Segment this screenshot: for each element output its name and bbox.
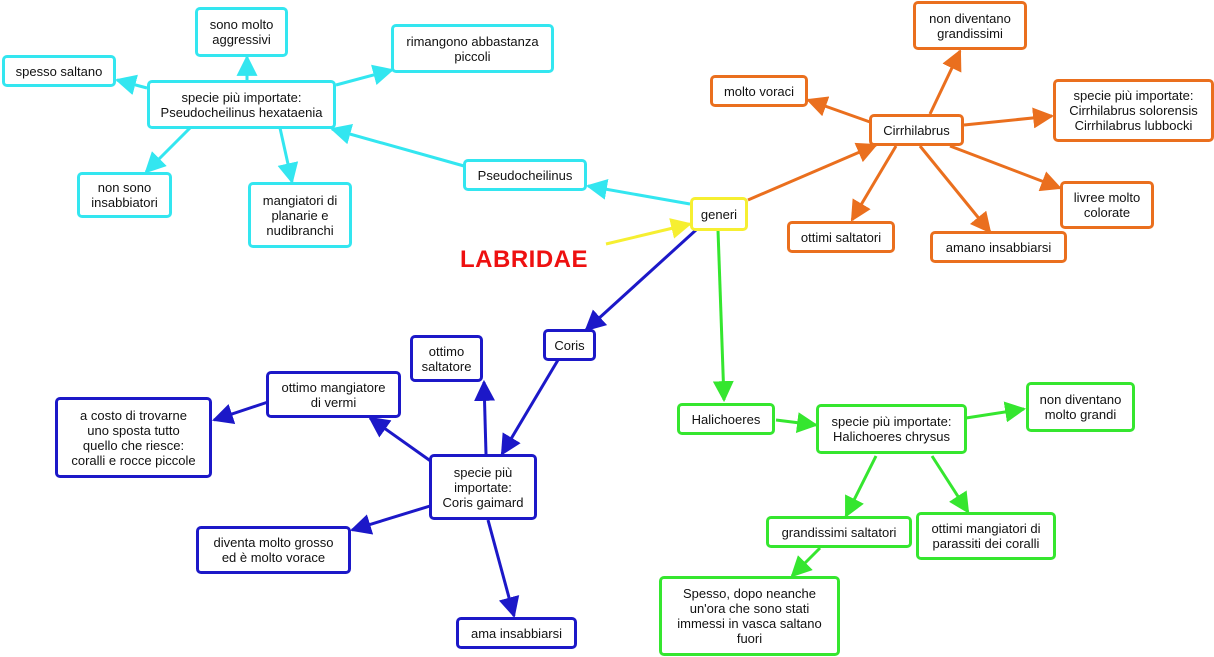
node-cirrh-grandissimi[interactable]: non diventano grandissimi — [913, 1, 1027, 50]
edge-hali-parassiti — [930, 455, 970, 514]
edge-cirrh-grandissimi — [928, 49, 962, 115]
edge-specie-vermi — [368, 416, 433, 464]
edge-vermi-costo — [212, 400, 269, 424]
edge-specie-piccoli — [335, 64, 395, 87]
edge-specie-grosso — [349, 504, 431, 535]
edge-generi-coris — [584, 228, 698, 332]
node-generi[interactable]: generi — [690, 197, 748, 231]
edge-generi-halichoeres — [712, 229, 734, 403]
node-hali-spesso[interactable]: Spesso, dopo neanche un'ora che sono sta… — [659, 576, 840, 656]
edge-saltatori-spesso — [790, 546, 822, 578]
edge-cirrh-saltatori — [850, 145, 898, 222]
node-hali-parassiti[interactable]: ottimi mangiatori di parassiti dei coral… — [916, 512, 1056, 560]
edge-generi-pseudocheilinus — [585, 178, 691, 206]
node-coris-saltatore[interactable]: ottimo saltatore — [410, 335, 483, 382]
edge-specie-planarie — [277, 127, 299, 185]
node-pseudo-piccoli[interactable]: rimangono abbastanza piccoli — [391, 24, 554, 73]
node-hali-specie[interactable]: specie più importate: Halichoeres chrysu… — [816, 404, 967, 454]
node-coris-vermi[interactable]: ottimo mangiatore di vermi — [266, 371, 401, 418]
edge-cirrh-insabbiarsi — [918, 145, 992, 234]
diagram-title: LABRIDAE — [460, 246, 588, 273]
node-cirrhilabrus[interactable]: Cirrhilabrus — [869, 114, 964, 146]
node-cirrh-voraci[interactable]: molto voraci — [710, 75, 808, 107]
node-coris-specie[interactable]: specie più importate: Coris gaimard — [429, 454, 537, 520]
edge-hali-saltatori — [844, 455, 878, 518]
node-coris-grosso[interactable]: diventa molto grosso ed è molto vorace — [196, 526, 351, 574]
node-cirrh-livree[interactable]: livree molto colorate — [1060, 181, 1154, 229]
node-pseudo-planarie[interactable]: mangiatori di planarie e nudibranchi — [248, 182, 352, 248]
node-pseudo-specie[interactable]: specie più importate: Pseudocheilinus he… — [147, 80, 336, 129]
node-coris-costo[interactable]: a costo di trovarne uno sposta tutto que… — [55, 397, 212, 478]
edge-cirrh-specie — [963, 107, 1055, 129]
node-cirrh-saltatori[interactable]: ottimi saltatori — [787, 221, 895, 253]
edge-specie-saltano — [114, 74, 148, 96]
node-hali-saltatori[interactable]: grandissimi saltatori — [766, 516, 912, 548]
edge-cirrh-livree — [949, 144, 1062, 192]
edge-specie-insabbiarsi — [486, 519, 520, 619]
node-cirrh-specie[interactable]: specie più importate: Cirrhilabrus solor… — [1053, 79, 1214, 142]
node-coris[interactable]: Coris — [543, 329, 596, 361]
node-cirrh-insabbiarsi[interactable]: amano insabbiarsi — [930, 231, 1067, 263]
edge-specie-saltatore — [474, 379, 496, 455]
node-halichoeres[interactable]: Halichoeres — [677, 403, 775, 435]
node-hali-grandi[interactable]: non diventano molto grandi — [1026, 382, 1135, 432]
edge-specie-insabbiatori — [144, 126, 192, 174]
edge-coris-specie — [500, 359, 560, 456]
node-pseudo-saltano[interactable]: spesso saltano — [2, 55, 116, 87]
node-pseudo-aggressivi[interactable]: sono molto aggressivi — [195, 7, 288, 57]
node-coris-insabbiarsi[interactable]: ama insabbiarsi — [456, 617, 577, 649]
edge-cirrh-voraci — [806, 96, 871, 124]
edge-generi-cirrhilabrus — [747, 142, 878, 202]
edge-hali-grandi — [965, 401, 1027, 423]
edge-title-generi — [605, 218, 693, 246]
edge-halichoeres-specie — [775, 412, 819, 434]
node-pseudo-insabbiatori[interactable]: non sono insabbiatori — [77, 172, 172, 218]
edge-pseudocheilinus-specie — [329, 123, 465, 168]
node-pseudocheilinus[interactable]: Pseudocheilinus — [463, 159, 587, 191]
